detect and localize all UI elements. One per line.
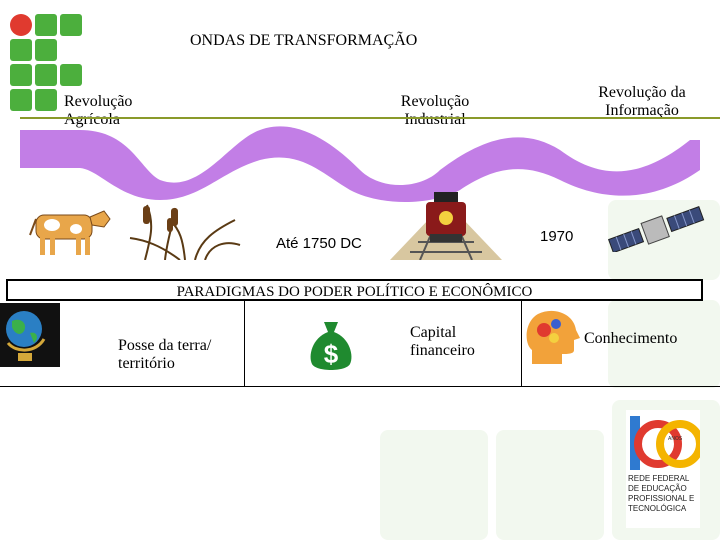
background-panel [380,430,488,540]
institution-logo [10,14,84,114]
cattail-icon [129,204,241,260]
centenary-text: REDE FEDERAL DE EDUCAÇÃO PROFISSIONAL E … [628,474,695,513]
wave-label-industrial: Revolução Industrial [400,93,470,128]
transformation-wave [20,117,720,202]
table-divider [0,386,720,387]
svg-text:$: $ [324,339,339,369]
paradigms-box [6,279,703,301]
wave-label-informacao: Revolução da Informação [598,84,686,119]
globe-icon [0,303,60,367]
paradigm-capital: Capital financeiro [410,324,475,359]
page-title: ONDAS DE TRANSFORMAÇÃO [190,32,418,49]
satellite-icon [608,206,705,252]
centenary-years: ANOS [668,436,683,442]
paradigm-conhecimento: Conhecimento [584,330,678,347]
date-label-informacao: 1970 [540,228,574,245]
column-divider [244,301,245,386]
centenary-logo: 100 ANOS REDE FEDERAL DE EDUCAÇÃO PROFIS… [626,410,700,528]
column-divider [521,301,522,386]
money-bag-icon: $ [310,322,352,370]
paradigm-terra: Posse da terra/ território [118,337,212,372]
head-gears-icon [526,310,580,364]
cow-icon [29,210,111,255]
background-panel [496,430,604,540]
paradigms-heading: PARADIGMAS DO PODER POLÍTICO E ECONÔMICO [176,284,533,300]
background-panel [608,300,720,388]
date-label-industrial: Até 1750 DC [276,235,362,252]
locomotive-icon [390,192,502,260]
wave-label-agricola: Revolução Agrícola [64,93,133,128]
centenary-number-icon [630,416,700,470]
